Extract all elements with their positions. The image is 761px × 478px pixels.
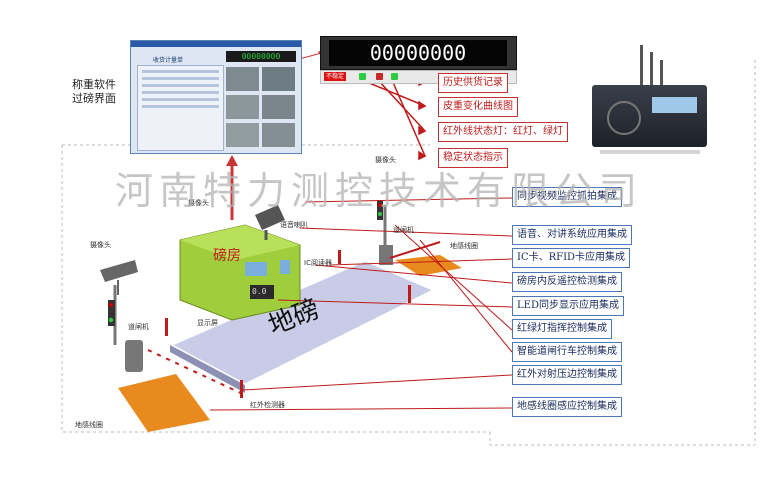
infrared-post [240,380,243,398]
camera-thumb[interactable] [262,123,295,147]
feature-infrared-edge: 红外对射压边控制集成 [512,365,622,385]
label-speaker: 语音喇叭 [280,221,308,229]
left-camera [100,260,138,295]
booth-window [245,262,267,276]
feature-voice-intercom: 语音、对讲系统应用集成 [512,225,632,245]
status-green-icon [359,73,366,80]
mini-display: 00000000 [226,51,296,62]
camera-thumb[interactable] [226,67,259,91]
antenna [640,45,643,85]
label-loop-right: 地感线圈 [450,242,478,250]
label-infrared: 红外检测器 [250,401,285,409]
booth-camera [255,205,285,240]
feature-history: 历史供货记录 [438,73,508,93]
window-form [137,65,224,151]
company-watermark: 河南特力测控技术有限公司 [115,169,644,213]
infrared-post [408,285,411,303]
status-red-icon [376,73,383,80]
software-label: 称重软件 过磅界面 [72,78,116,105]
device-screen [652,97,697,113]
big-display: 00000000 [329,40,507,66]
label-barrier-right: 道闸机 [393,226,414,234]
barrier-arm-right [389,241,441,259]
feature-ic-rfid: IC卡、RFID卡应用集成 [512,248,631,268]
bottom-border [489,432,755,446]
big-display-frame: 00000000 [320,36,517,70]
antenna [650,52,653,85]
camera-thumbnails [226,67,296,149]
window-titlebar [131,41,301,47]
label-ic-reader: IC阅读器 [304,259,332,267]
controller-device [592,45,707,158]
device-shadow [600,150,700,154]
scale-platform-side [170,345,245,393]
camera-thumb[interactable] [226,123,259,147]
traffic-light-right [377,200,393,265]
device-body [592,85,707,147]
unstable-button[interactable]: 不稳定 [324,72,347,81]
feature-ground-loop: 地感线圈感应控制集成 [512,397,622,417]
feature-traffic-light: 红绿灯指挥控制集成 [512,319,612,339]
label-camera-top: 摄像头 [375,156,396,164]
booth-display [250,285,274,299]
status-green-icon [391,73,398,80]
camera-thumb[interactable] [262,67,295,91]
infrared-post [338,250,341,264]
feature-anti-remote: 磅房内反遥控检测集成 [512,272,622,292]
scene-border [61,145,490,433]
label-display-screen: 显示屏 [197,319,218,327]
feature-barrier-gate: 智能道闸行车控制集成 [512,342,622,362]
label-barrier-left: 道闸机 [128,323,149,331]
barrier-arm-left [147,349,246,396]
upload-arrow [226,155,238,220]
booth-window-2 [280,260,290,274]
ground-loop-left [118,374,210,432]
feature-led-display: LED同步显示应用集成 [512,296,624,316]
antenna [660,60,663,85]
feature-infrared-lights: 红外线状态灯：红灯、绿灯 [438,122,568,142]
label-camera-left: 摄像头 [90,241,111,249]
feature-video-capture: 同步视频监控抓拍集成 [512,187,622,207]
traffic-light-left [108,285,143,372]
camera-thumb[interactable] [226,95,259,119]
booth-display-value: 0.0 [252,287,267,296]
software-window: 收货计量单 00000000 [130,40,302,154]
label-loop-left: 地感线圈 [75,421,103,429]
camera-thumb[interactable] [262,95,295,119]
device-keypad [607,101,641,135]
infrared-post [165,318,168,336]
window-title: 收货计量单 [153,57,184,64]
label-camera-booth: 摄像头 [188,199,209,207]
feature-tare-curve: 皮重变化曲线图 [438,97,518,117]
red-connectors [339,77,427,161]
booth [179,224,301,321]
feature-leaders [209,197,513,411]
feature-stable-indicator: 稳定状态指示 [438,148,508,168]
booth-label: 磅房 [213,248,241,264]
